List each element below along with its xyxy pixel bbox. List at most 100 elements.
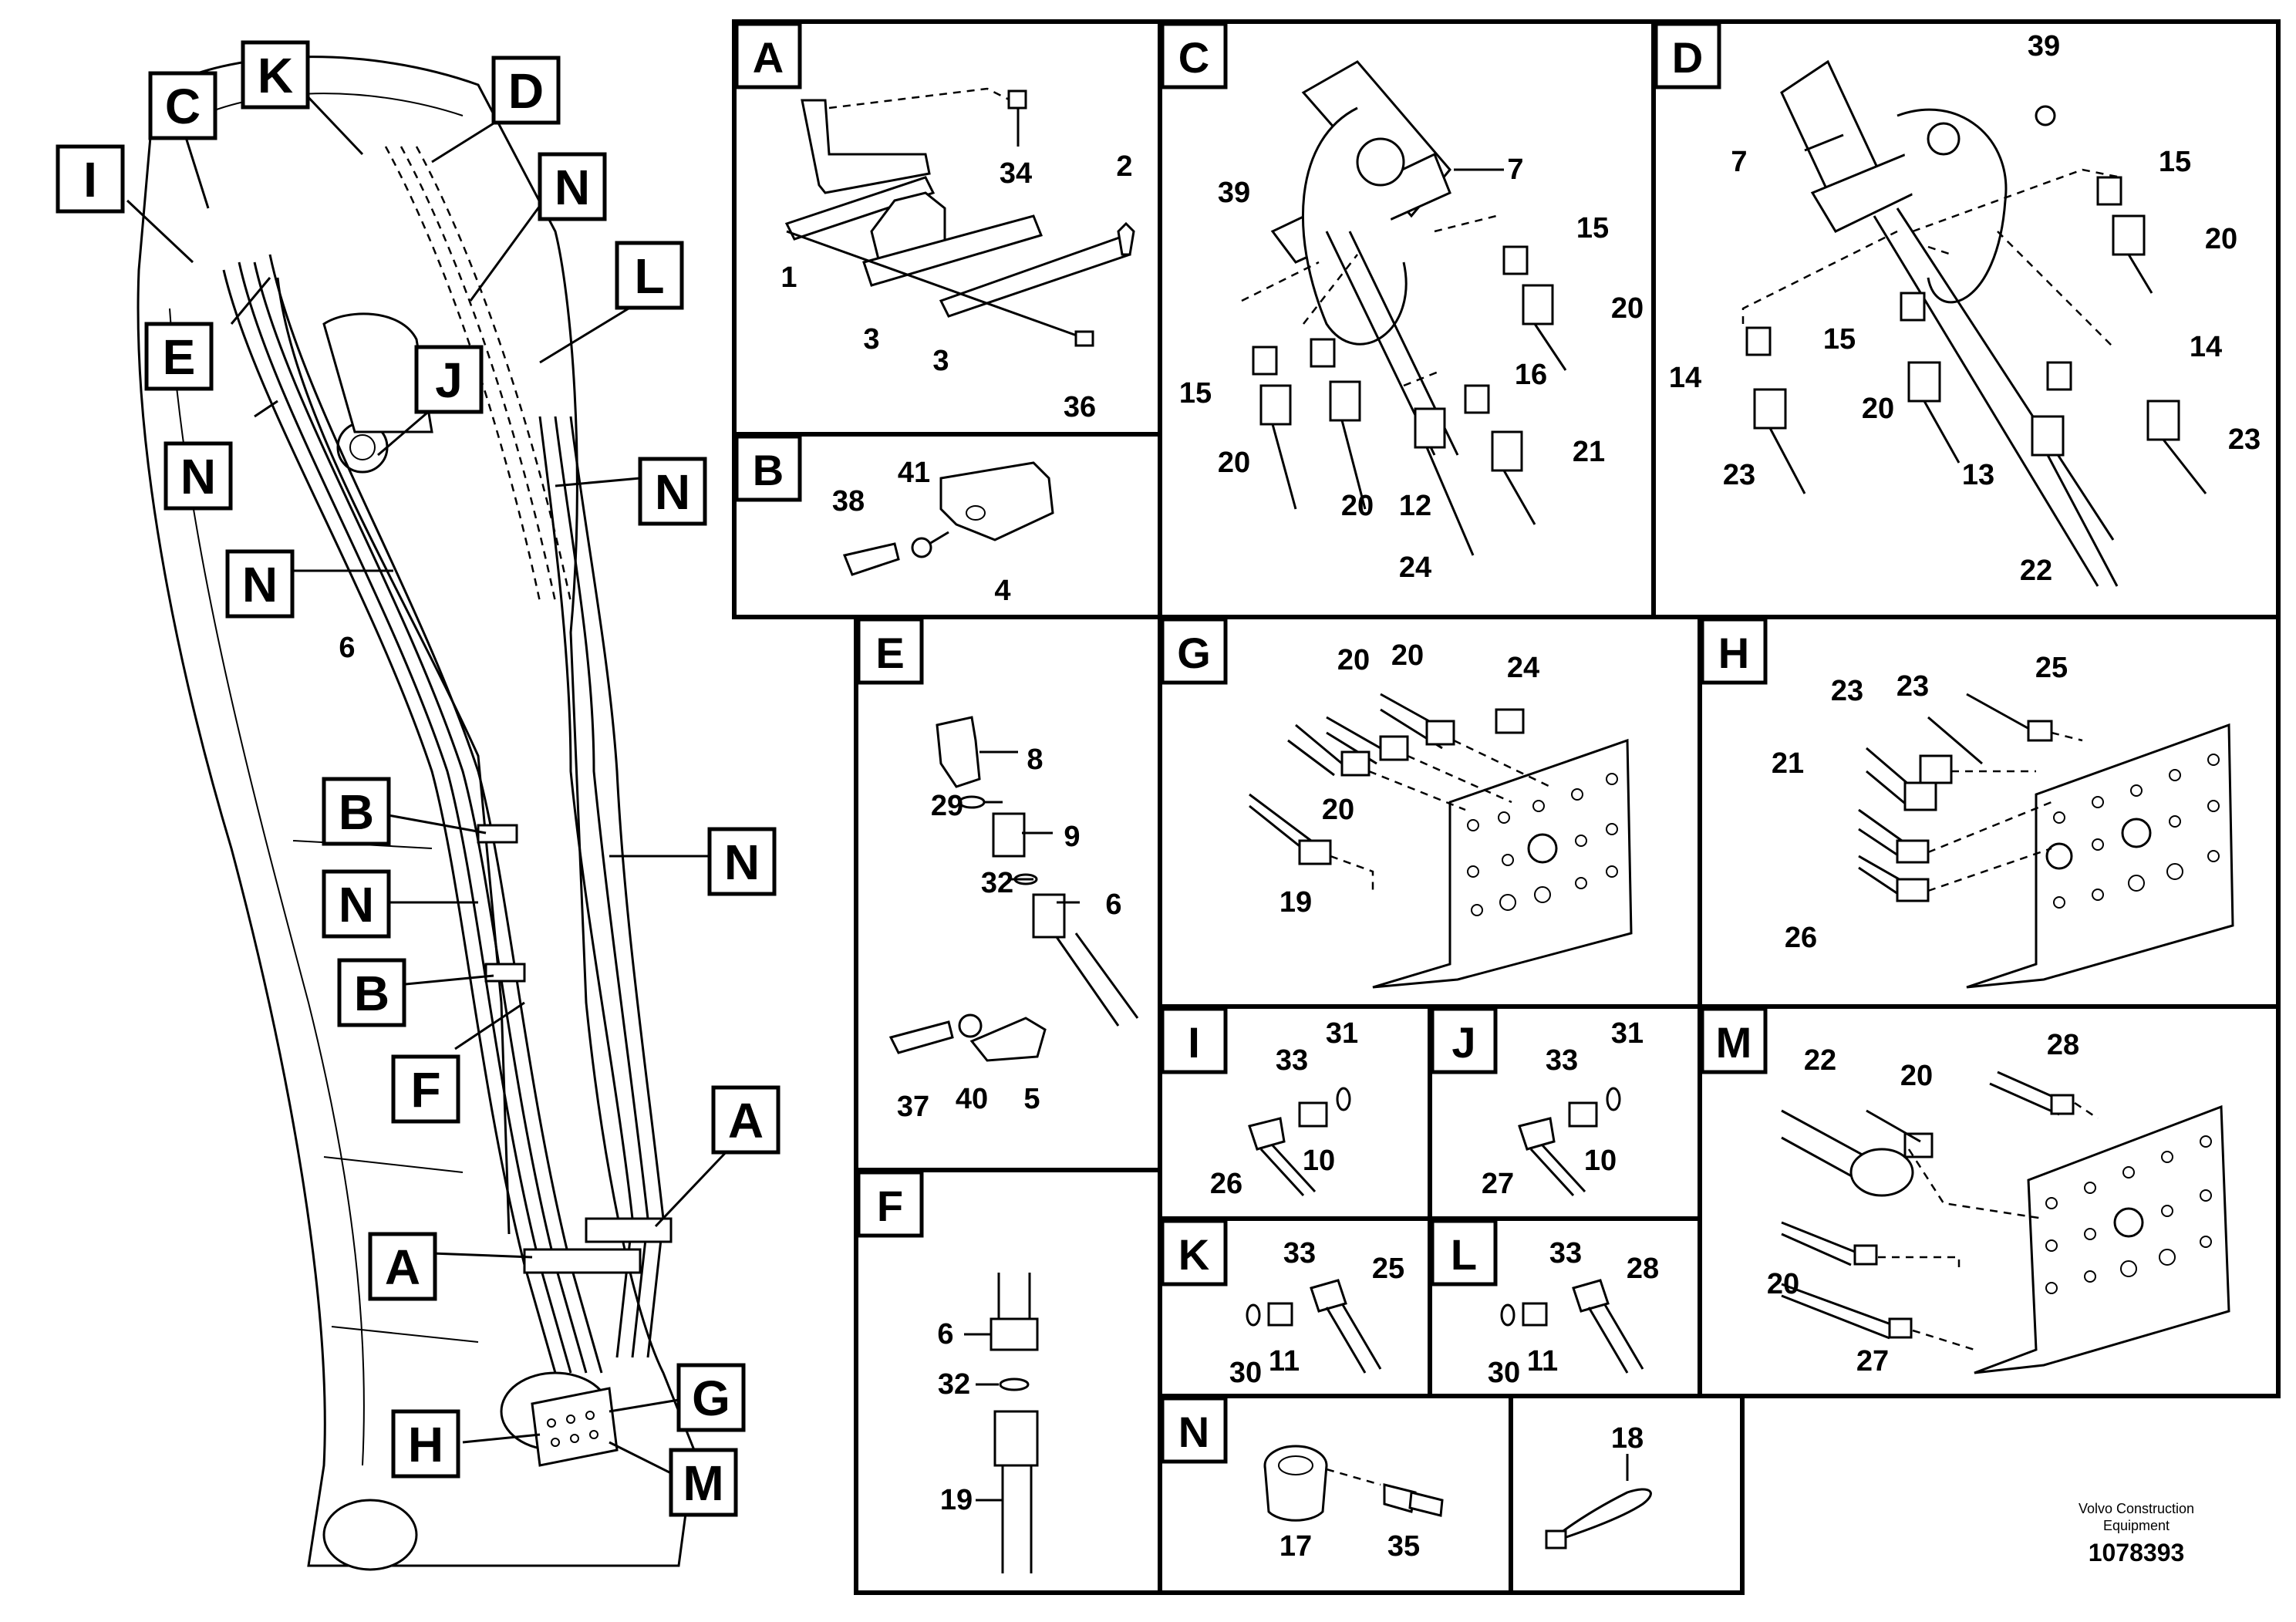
panel-title-A: A (753, 33, 784, 82)
brand-line-2: Equipment (2102, 1518, 2170, 1533)
part-26: 26 (1210, 1168, 1242, 1200)
boom-overview: K D C I N L E J N N N B N N B F A A G H … (56, 40, 781, 1571)
part-15b: 15 (1823, 323, 1856, 356)
panel-title-C: C (1178, 33, 1209, 82)
panel-title-L: L (1451, 1230, 1477, 1279)
part-6: 6 (1105, 889, 1121, 921)
part-23: 23 (1831, 675, 1863, 707)
panel-M: M 22 20 28 20 27 (1700, 1007, 2230, 1378)
callout-D: D (491, 56, 561, 125)
callout-N: N (538, 152, 607, 221)
part-2: 2 (1116, 150, 1132, 183)
part-28: 28 (2047, 1029, 2079, 1061)
callout-N: N (638, 457, 707, 526)
part-20c: 20 (1322, 794, 1354, 826)
part-23b: 23 (1723, 459, 1755, 491)
brand-line-1: Volvo Construction (2078, 1501, 2195, 1516)
part-13: 13 (1962, 459, 1994, 491)
hose-label-6: 6 (339, 632, 355, 664)
svg-text:H: H (408, 1417, 443, 1472)
callout-H: H (391, 1409, 460, 1479)
part-41: 41 (898, 457, 930, 489)
panel-A: A 34 2 1 3 3 36 (734, 22, 1135, 423)
callout-N: N (707, 827, 777, 896)
part-12: 12 (1399, 490, 1431, 522)
part-33: 33 (1549, 1237, 1582, 1270)
part-16: 16 (1515, 359, 1547, 391)
callout-N: N (225, 549, 295, 619)
panel-title-D: D (1672, 33, 1703, 82)
part-38: 38 (832, 485, 865, 518)
part-24: 24 (1507, 652, 1539, 684)
part-14b: 14 (1669, 362, 1701, 394)
panel-C: C 7 39 15 20 15 16 20 20 12 21 24 (1160, 22, 1644, 584)
svg-text:M: M (683, 1455, 723, 1511)
svg-text:N: N (339, 877, 374, 932)
part-19: 19 (940, 1484, 973, 1516)
callout-C: C (148, 71, 217, 140)
part-10: 10 (1303, 1145, 1335, 1177)
part-5: 5 (1023, 1083, 1040, 1115)
part-30: 30 (1229, 1357, 1262, 1389)
part-3: 3 (863, 323, 879, 356)
part-10: 10 (1584, 1145, 1617, 1177)
part-23: 23 (2228, 423, 2261, 456)
part-9: 9 (1064, 821, 1080, 853)
callout-J: J (414, 345, 484, 414)
panel-I: I 33 31 10 26 (1160, 1007, 1358, 1200)
part-11: 11 (1269, 1345, 1300, 1378)
part-4: 4 (994, 575, 1010, 607)
svg-text:N: N (180, 449, 216, 504)
callout-L: L (615, 241, 684, 310)
part-22: 22 (2020, 555, 2052, 587)
part-20: 20 (1337, 644, 1370, 676)
callout-M: M (669, 1448, 738, 1517)
part-7: 7 (1507, 153, 1523, 186)
part-25: 25 (1372, 1253, 1404, 1285)
panel-title-E: E (875, 629, 904, 677)
part-15: 15 (2159, 146, 2191, 178)
panel-D: D 39 7 15 20 15 14 14 20 23 13 23 22 (1654, 22, 2261, 587)
part-35: 35 (1387, 1530, 1420, 1563)
svg-text:N: N (655, 464, 690, 520)
callout-A: A (368, 1232, 437, 1301)
panel-title-F: F (877, 1182, 903, 1230)
part-14: 14 (2190, 331, 2222, 363)
part-15b: 15 (1179, 377, 1212, 410)
panel-L: L 33 28 30 11 (1430, 1219, 1659, 1389)
part-22: 22 (1804, 1044, 1836, 1077)
panel-title-H: H (1718, 629, 1749, 677)
part-33: 33 (1546, 1044, 1578, 1077)
part-30: 30 (1488, 1357, 1520, 1389)
svg-text:J: J (435, 352, 463, 408)
part-26: 26 (1785, 922, 1817, 954)
svg-text:C: C (165, 79, 201, 134)
part-21: 21 (1573, 436, 1605, 468)
part-18: 18 (1611, 1422, 1644, 1455)
callout-K: K (241, 40, 310, 110)
part-1: 1 (781, 261, 797, 294)
part-3b: 3 (932, 345, 949, 377)
part-20: 20 (2205, 223, 2237, 255)
part-32: 32 (938, 1368, 970, 1401)
part-34: 34 (1000, 157, 1032, 190)
svg-text:I: I (83, 152, 97, 207)
part-20b: 20 (1862, 393, 1894, 425)
part-7: 7 (1731, 146, 1747, 178)
part-28: 28 (1627, 1253, 1659, 1285)
panel-title-G: G (1177, 629, 1211, 677)
panel-H: H 23 23 25 21 26 (1700, 617, 2234, 989)
panel-title-I: I (1188, 1018, 1200, 1067)
part-31: 31 (1326, 1017, 1358, 1050)
part-27: 27 (1482, 1168, 1514, 1200)
callout-B: B (322, 777, 391, 846)
part-33: 33 (1276, 1044, 1308, 1077)
part-39: 39 (1218, 177, 1250, 209)
brand-block: Volvo Construction Equipment 1078393 (2036, 1500, 2237, 1567)
part-11: 11 (1527, 1345, 1558, 1378)
part-17: 17 (1279, 1530, 1312, 1563)
svg-text:A: A (728, 1093, 764, 1148)
panel-title-J: J (1451, 1018, 1475, 1067)
callout-I: I (56, 144, 125, 214)
part-20c: 20 (1341, 490, 1374, 522)
